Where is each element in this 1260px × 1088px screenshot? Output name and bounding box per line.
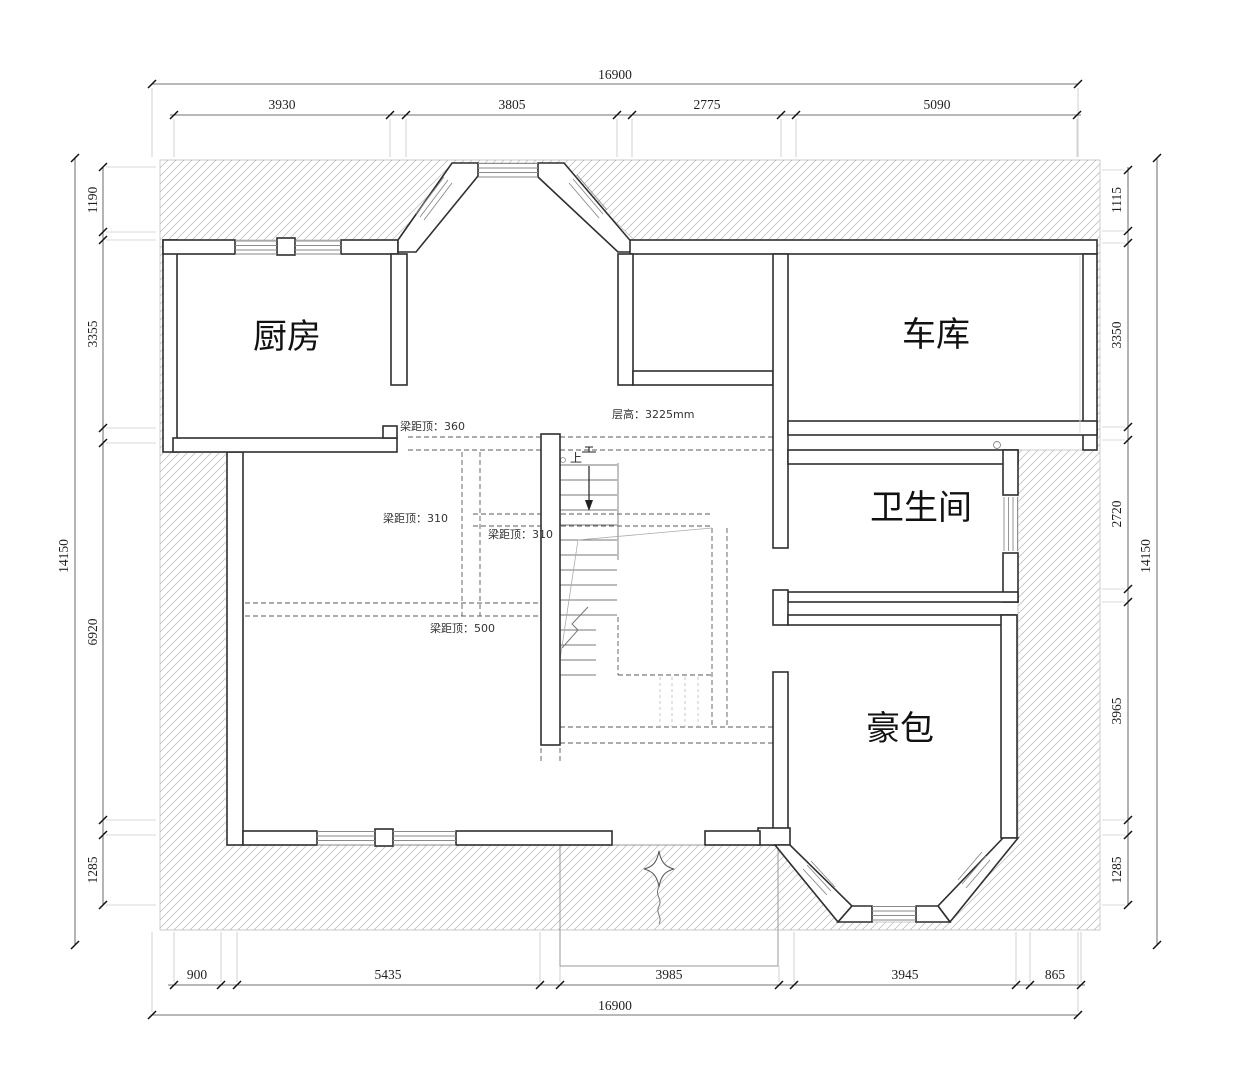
wall-hall-vertical (617, 253, 634, 386)
dim-right-seg-1: 3350 (1109, 321, 1124, 348)
dim-left-seg-0: 1190 (85, 187, 100, 214)
wall-kitchen-top-a (162, 239, 236, 255)
dim-right-seg-2: 2720 (1109, 500, 1124, 527)
dim-bottom-seg-3: 3945 (892, 967, 919, 982)
window-pillar-top (276, 237, 296, 256)
door-circles (993, 441, 1001, 449)
window-bottom-b (393, 831, 456, 846)
wall-bay-right-diagonal (537, 162, 642, 253)
wall-garage-left (772, 253, 789, 549)
window-bay2-right-diag (957, 851, 991, 889)
wall-stair (540, 433, 561, 746)
wall-bay2-bottom-left (836, 905, 873, 923)
window-bay-right-diag (568, 174, 608, 219)
dim-right: 1115 3350 2720 3965 1285 14150 (1102, 153, 1162, 950)
dim-left-seg-1: 3355 (85, 320, 100, 347)
windows (235, 163, 1081, 921)
wall-kitchen-right (390, 253, 408, 386)
dim-left: 14150 1190 3355 6920 1285 (56, 153, 156, 950)
void-light-dashed (659, 677, 699, 727)
wall-kitchen-bottom (172, 437, 398, 453)
window-bay-top (478, 163, 538, 178)
wall-living-left (226, 451, 244, 846)
entrance-star-icon (643, 850, 675, 925)
beam-annotations: 梁距顶：360 层高：3225mm 梁距顶：310 梁距顶：310 梁距顶：50… (383, 407, 694, 635)
room-label-bathroom: 卫生间 (870, 488, 972, 528)
wall-top-right (629, 239, 1098, 255)
dim-left-total: 14150 (56, 539, 71, 573)
wall-bay-left-diagonal (397, 162, 479, 253)
dim-left-seg-2: 6920 (85, 618, 100, 645)
wall-bottom-b (455, 830, 613, 846)
anno-beam-mid-center: 梁距顶：310 (488, 527, 553, 541)
anno-beam-top: 梁距顶：360 (400, 419, 465, 433)
wall-kitchen-bottom-notch (382, 425, 398, 439)
dim-top: 16900 3930 3805 2775 5090 (147, 67, 1083, 157)
dim-bottom-seg-0: 900 (187, 967, 208, 982)
dim-bottom-total: 16900 (598, 998, 632, 1013)
window-bay2-bottom (872, 906, 916, 921)
walls (162, 162, 1098, 924)
porch-outline (559, 844, 779, 967)
room-label-kitchen: 厨房 (253, 317, 321, 357)
stair-up-mark (582, 446, 596, 453)
dim-top-seg-2: 2775 (694, 97, 721, 112)
wall-bathroom-top (787, 449, 1019, 465)
room-label-garage: 车库 (902, 315, 970, 355)
anno-beam-lower: 梁距顶：500 (430, 621, 495, 635)
room-labels: 厨房 车库 卫生间 豪包 (253, 315, 972, 749)
dim-left-seg-3: 1285 (85, 856, 100, 883)
dim-right-seg-4: 1285 (1109, 856, 1124, 883)
window-bay2-left-diag (802, 860, 836, 896)
anno-beam-mid-left: 梁距顶：310 (383, 511, 448, 525)
wall-kitchen-top-b (340, 239, 399, 255)
wall-bathroom-bottom (787, 591, 1019, 603)
wall-garage-bottom (787, 420, 1098, 436)
dim-top-seg-3: 5090 (924, 97, 951, 112)
window-kitchen-top-a (235, 240, 277, 255)
anno-floor-height: 层高：3225mm (612, 407, 694, 421)
wall-private-left (772, 671, 789, 846)
dim-bottom: 900 5435 3985 3945 865 16900 (147, 932, 1086, 1020)
dim-right-seg-3: 3965 (1109, 697, 1124, 724)
beam-dashed-lines (245, 436, 773, 764)
wall-bay2-bottom-right (915, 905, 952, 923)
wall-private-bottom-nub (757, 827, 791, 846)
wall-column-mid (772, 589, 789, 626)
wall-bottom-c (704, 830, 761, 846)
window-bottom-a (317, 831, 375, 846)
wall-private-right (1000, 614, 1018, 839)
wall-exterior-left (162, 239, 178, 453)
dim-top-seg-0: 3930 (269, 97, 296, 112)
window-pillar-bottom (374, 828, 394, 847)
dim-bottom-seg-4: 865 (1045, 967, 1066, 982)
stair-break-line (561, 606, 589, 649)
window-bath-right (1003, 497, 1018, 551)
wall-garage-right (1082, 253, 1098, 451)
room-label-private: 豪包 (866, 709, 934, 749)
wall-bathroom-right-a (1002, 449, 1019, 496)
window-bay-left-diag (415, 176, 453, 221)
wall-bottom-a (242, 830, 318, 846)
wall-hall-bottom (632, 370, 774, 386)
dim-bottom-seg-1: 5435 (375, 967, 402, 982)
window-kitchen-top-b (295, 240, 341, 255)
dim-bottom-seg-2: 3985 (656, 967, 683, 982)
dim-right-seg-0: 1115 (1109, 187, 1124, 213)
staircase (550, 446, 713, 743)
dim-top-seg-1: 3805 (499, 97, 526, 112)
anno-stair-up: 上 (570, 451, 582, 465)
stair-flight-line (550, 527, 713, 743)
dim-right-total: 14150 (1138, 539, 1153, 573)
dim-top-total: 16900 (598, 67, 632, 82)
wall-private-top (787, 614, 1017, 626)
